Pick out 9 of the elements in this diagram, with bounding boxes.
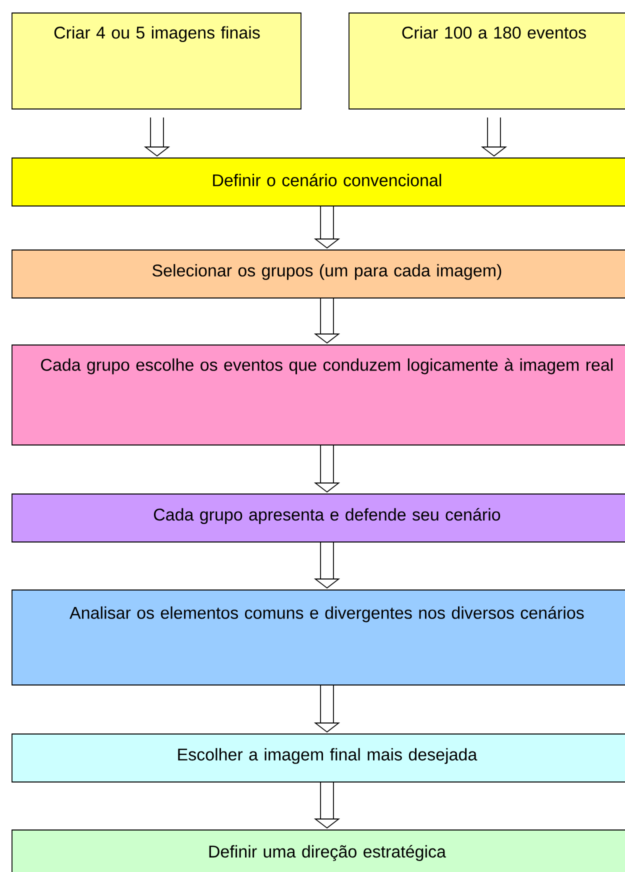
process-box: Analisar os elementos comuns e divergentes nos diversos cenários [12, 590, 625, 686]
process-box: Escolher a imagem final mais desejada [12, 734, 625, 782]
process-box: Cada grupo apresenta e defende seu cenário [12, 494, 625, 542]
process-box: Criar 100 a 180 eventos [348, 12, 625, 110]
process-box: Definir uma direção estratégica [12, 830, 625, 872]
process-box: Criar 4 ou 5 imagens finais [12, 12, 302, 110]
process-box: Definir o cenário convencional [12, 158, 625, 206]
process-box: Selecionar os grupos (um para cada imagem) [12, 250, 625, 298]
process-box: Cada grupo escolhe os eventos que conduzem logicamente à imagem real [12, 344, 625, 446]
